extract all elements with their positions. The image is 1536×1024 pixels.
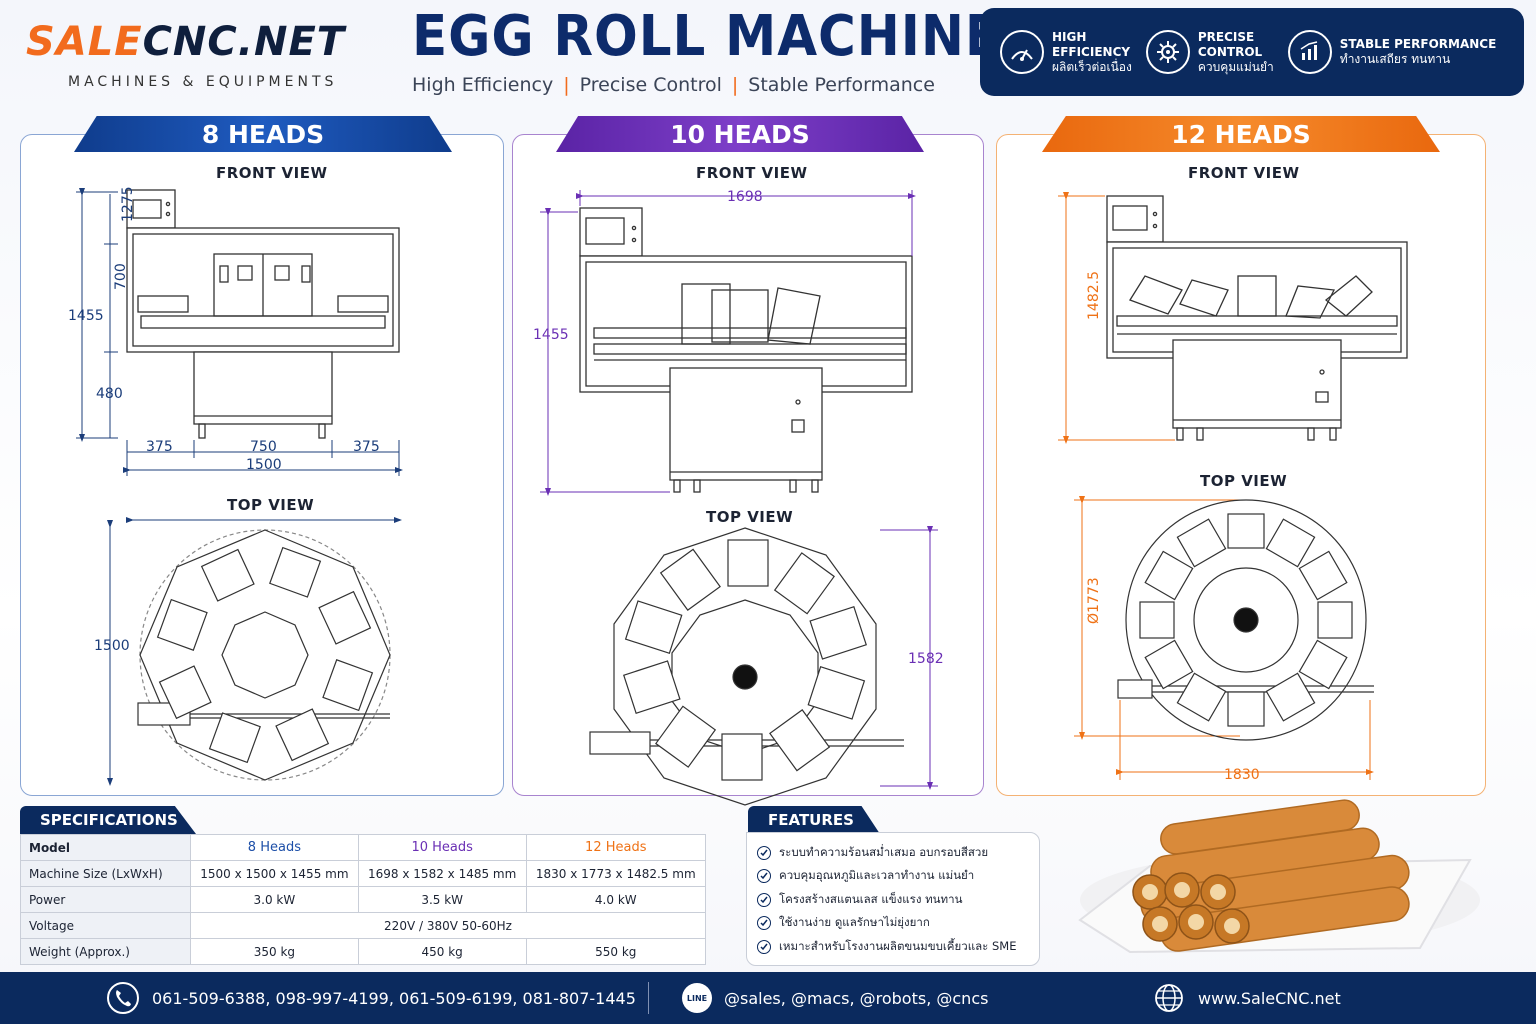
footer-line[interactable]: LINE @sales, @macs, @robots, @cncs	[682, 983, 988, 1013]
list-item: เหมาะสำหรับโรงงานผลิตขนมขบเคี้ยวและ SME	[757, 935, 1029, 959]
dim-8-height-mid: 700	[113, 263, 129, 290]
dim-8-width-right: 375	[353, 439, 380, 455]
dim-8-height-total: 1455	[68, 308, 104, 324]
specifications-table: Model 8 Heads 10 Heads 12 Heads Machine …	[20, 834, 707, 965]
front-dimensions-10	[540, 190, 938, 790]
check-icon	[757, 869, 771, 884]
features-header: FEATURES	[748, 806, 880, 834]
dim-12-diameter: Ø1773	[1086, 577, 1102, 624]
check-icon	[757, 892, 771, 907]
footer-divider	[648, 982, 649, 1014]
panel-title-10-heads: 10 HEADS	[556, 116, 924, 152]
page-subtitle: High Efficiency|Precise Control|Stable P…	[412, 74, 935, 96]
egg-roll-product-image	[1078, 799, 1480, 954]
page-title-block: EGG ROLL MACHINE High Efficiency|Precise…	[412, 6, 1000, 106]
dim-12-height-total: 1482.5	[1086, 271, 1102, 320]
list-item: ใช้งานง่าย ดูแลรักษาไม่ยุ่งยาก	[757, 912, 1029, 936]
footer-website[interactable]: www.SaleCNC.net	[1152, 981, 1341, 1015]
table-header-row: Model 8 Heads 10 Heads 12 Heads	[20, 834, 707, 861]
dim-8-width-mid: 750	[250, 439, 277, 455]
top-view-drawing-8	[137, 529, 391, 781]
logo-tagline: MACHINES & EQUIPMENTS	[68, 74, 338, 90]
globe-icon	[1155, 984, 1183, 1012]
dim-8-top-size: 1500	[94, 638, 130, 654]
top-view-label-10: TOP VIEW	[706, 508, 794, 526]
list-item: ควบคุมอุณหภูมิและเวลาทำงาน แม่นยำ	[757, 865, 1029, 889]
top-view-drawing-12	[1117, 499, 1374, 741]
dim-10-height-total: 1455	[533, 327, 569, 343]
footer-phones[interactable]: 061-509-6388, 098-997-4199, 061-509-6199…	[106, 981, 636, 1015]
table-row: Weight (Approx.) 350 kg 450 kg 550 kg	[20, 938, 707, 965]
line-icon: LINE	[682, 983, 712, 1013]
table-row: Machine Size (LxWxH) 1500 x 1500 x 1455 …	[20, 860, 707, 887]
dim-12-width-total: 1830	[1224, 767, 1260, 783]
front-view-label-10: FRONT VIEW	[696, 164, 808, 182]
top-view-label-8: TOP VIEW	[227, 496, 315, 514]
footer-bar: 061-509-6388, 098-997-4199, 061-509-6199…	[0, 972, 1536, 1024]
panel-title-12-heads: 12 HEADS	[1042, 116, 1440, 152]
front-view-drawing-8	[126, 189, 400, 439]
logo-wordmark: SALECNC.NET	[26, 19, 346, 65]
dim-10-width-total: 1698	[727, 189, 763, 205]
list-item: โครงสร้างสแตนเลส แข็งแรง ทนทาน	[757, 888, 1029, 912]
precise-control-icon	[1145, 30, 1190, 74]
dim-8-width-left: 375	[146, 439, 173, 455]
front-dimensions-12	[1058, 192, 1374, 780]
panel-title-8-heads: 8 HEADS	[74, 116, 452, 152]
features-list: ระบบทำความร้อนสม่ำเสมอ อบกรอบสีสวย ควบคุ…	[746, 832, 1040, 966]
brand-logo: SALECNC.NET MACHINES & EQUIPMENTS	[26, 18, 366, 98]
high-efficiency-icon	[1000, 30, 1044, 74]
front-view-drawing-10	[579, 207, 913, 493]
front-view-label-12: FRONT VIEW	[1188, 164, 1300, 182]
check-icon	[757, 916, 771, 931]
front-view-label-8: FRONT VIEW	[216, 164, 328, 182]
front-view-drawing-12	[1106, 195, 1408, 441]
specifications-header: SPECIFICATIONS	[20, 806, 196, 834]
top-view-label-12: TOP VIEW	[1200, 472, 1288, 490]
front-dimensions-8	[76, 188, 403, 786]
table-row: Power 3.0 kW 3.5 kW 4.0 kW	[20, 886, 707, 913]
table-row: Voltage 220V / 380V 50-60Hz	[20, 912, 706, 939]
dim-10-top-size: 1582	[908, 651, 944, 667]
top-view-drawing-10	[589, 527, 904, 806]
check-icon	[757, 845, 771, 860]
list-item: ระบบทำความร้อนสม่ำเสมอ อบกรอบสีสวย	[757, 841, 1029, 865]
check-icon	[757, 939, 771, 954]
dim-8-height-top: 1275	[120, 186, 136, 222]
dim-8-width-total: 1500	[246, 457, 282, 473]
stable-performance-icon	[1287, 30, 1332, 74]
dim-8-height-base: 480	[96, 386, 123, 402]
phone-icon	[107, 982, 139, 1014]
